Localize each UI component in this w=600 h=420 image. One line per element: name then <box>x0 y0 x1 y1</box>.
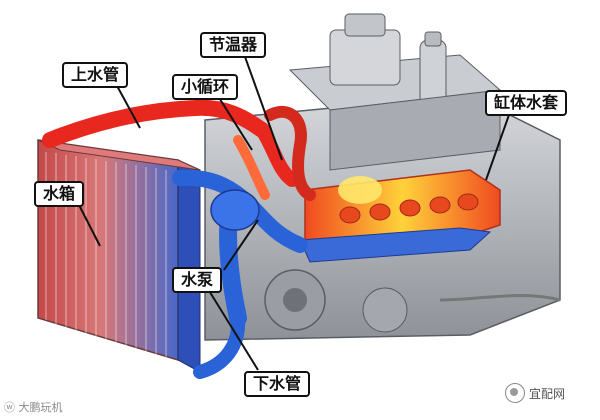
wechat-icon <box>505 383 525 403</box>
leader-thermostat <box>243 53 283 161</box>
leader-small-circulation <box>217 95 253 151</box>
leader-water-jacket <box>485 111 511 181</box>
water-pump-label: 水泵 <box>172 267 223 293</box>
lower-hose-label: 下水管 <box>244 371 311 397</box>
watermark-left: ⓦ 大鹏玩机 <box>4 399 63 415</box>
water-jacket-label: 缸体水套 <box>485 90 568 116</box>
small-circulation-label: 小循环 <box>172 74 239 100</box>
leader-lines <box>77 53 511 371</box>
cool-coolant-path <box>172 169 308 379</box>
weibo-icon: ⓦ <box>4 401 19 414</box>
watermark-right-text: 宜配网 <box>529 386 566 401</box>
upper-hose-label: 上水管 <box>62 62 129 88</box>
watermark-right: 宜配网 <box>505 383 565 403</box>
watermark-left-text: 大鹏玩机 <box>18 401 63 414</box>
radiator-label: 水箱 <box>34 181 85 207</box>
leader-upper-hose <box>115 83 141 129</box>
leader-radiator <box>77 202 101 247</box>
water-jacket <box>299 169 501 263</box>
thermostat-label: 节温器 <box>200 32 267 58</box>
leader-lower-hose <box>207 288 259 371</box>
leader-water-pump <box>223 219 259 271</box>
hot-coolant-path <box>42 99 316 201</box>
